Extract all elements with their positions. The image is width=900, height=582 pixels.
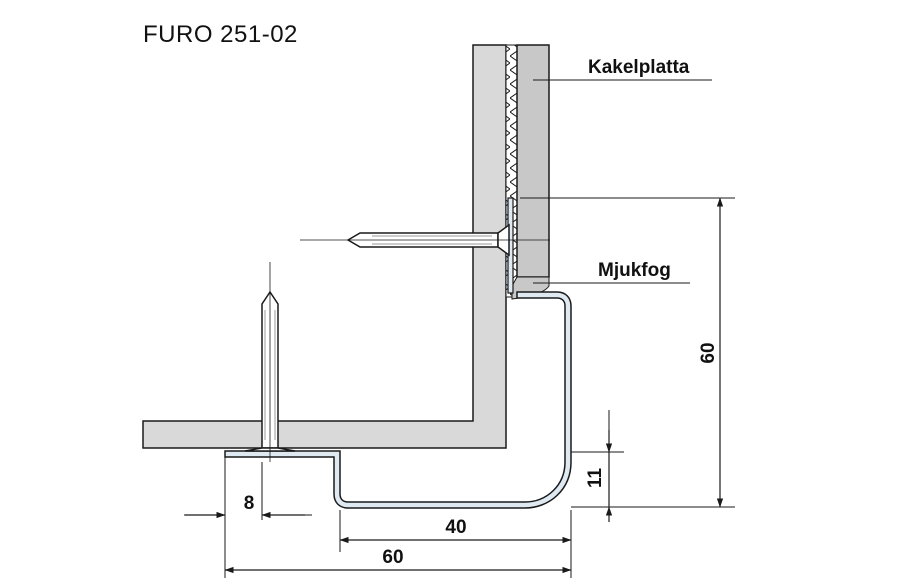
drawing-title: FURO 251-02 — [143, 21, 298, 48]
tile-label: Kakelplatta — [588, 57, 690, 78]
horizontal-screw — [300, 223, 550, 257]
dim-flange-width: 8 — [185, 493, 305, 519]
dim-height-small-label: 11 — [585, 468, 606, 489]
profile — [224, 291, 572, 509]
dim-height-total: 60 — [698, 197, 724, 508]
tile-section — [516, 44, 550, 278]
dim-base-width: 40 — [339, 517, 572, 544]
dim-height-small: 11 — [585, 430, 613, 522]
soft-joint-label: Mjukfog — [598, 260, 671, 281]
vertical-screw — [244, 262, 296, 462]
dim-total-width-label: 60 — [382, 547, 403, 568]
dim-height-total-label: 60 — [698, 342, 719, 363]
dim-flange-width-label: 8 — [244, 493, 255, 514]
dim-total-width: 60 — [224, 547, 572, 574]
dim-base-width-label: 40 — [445, 517, 466, 538]
